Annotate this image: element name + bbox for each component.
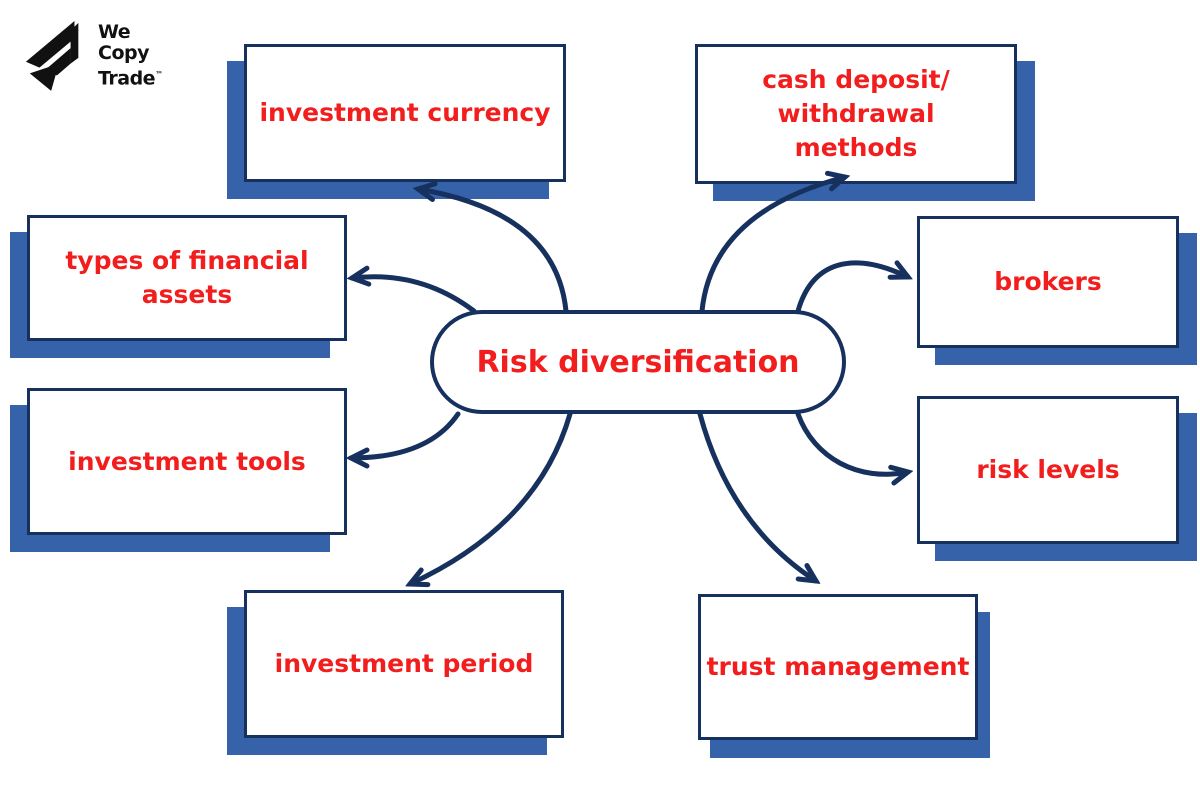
arrow-to-investment-tools — [351, 411, 461, 458]
center-node-risk-diversification: Risk diversification — [430, 310, 846, 414]
logo-line-we: We — [98, 21, 131, 43]
arrow-to-cash-deposit-withdrawal-methods — [699, 177, 845, 314]
center-node-label: Risk diversification — [476, 344, 800, 380]
node-trust-management: trust management — [698, 594, 978, 740]
node-cash-deposit-withdrawal-methods: cash deposit/ withdrawal methods — [695, 44, 1017, 184]
node-investment-tools: investment tools — [27, 388, 347, 535]
wecopytrade-arrow-icon — [25, 20, 79, 91]
node-investment-currency: investment currency — [244, 44, 566, 182]
node-investment-period: investment period — [244, 590, 564, 738]
arrow-to-investment-currency — [418, 189, 569, 314]
trademark-symbol: ™ — [155, 70, 163, 79]
wecopytrade-logo: We Copy Trade™ — [22, 14, 163, 92]
node-types-of-financial-assets: types of financial assets — [27, 215, 347, 341]
arrow-to-types-of-financial-assets — [352, 277, 477, 314]
node-label: cash deposit/ withdrawal methods — [762, 65, 950, 162]
logo-line-trade: Trade™ — [98, 67, 163, 90]
arrow-to-trust-management — [697, 411, 816, 581]
wecopytrade-logo-text: We Copy Trade™ — [98, 22, 163, 89]
node-label: types of financial assets — [65, 246, 309, 309]
node-label: investment tools — [68, 446, 306, 476]
arrow-to-brokers — [795, 263, 908, 314]
node-brokers: brokers — [917, 216, 1179, 348]
node-label: investment currency — [259, 98, 551, 128]
node-label: risk levels — [976, 455, 1120, 485]
node-label: brokers — [994, 267, 1102, 297]
node-label: investment period — [274, 649, 534, 679]
logo-line-copy: Copy — [98, 42, 149, 64]
arrow-to-risk-levels — [795, 411, 908, 474]
arrow-to-investment-period — [410, 411, 573, 584]
node-label: trust management — [706, 652, 970, 682]
node-risk-levels: risk levels — [917, 396, 1179, 544]
